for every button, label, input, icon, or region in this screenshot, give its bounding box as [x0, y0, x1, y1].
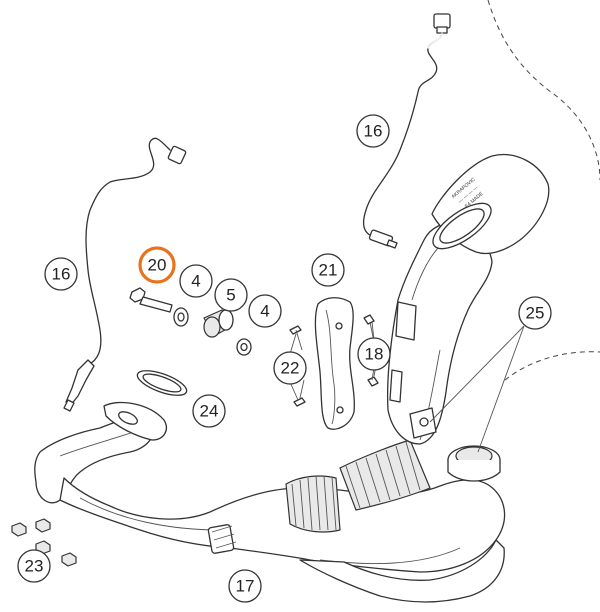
callout-22: 22	[273, 351, 307, 385]
callout-25-text: 25	[526, 304, 545, 323]
callout-25: 25	[518, 296, 552, 330]
sleeve-washer-part[interactable]	[236, 338, 252, 356]
header-pipe-part[interactable]	[34, 401, 506, 603]
boundary-lines	[487, 0, 600, 381]
callout-17: 17	[228, 569, 262, 603]
callout-4-lower: 4	[248, 294, 282, 328]
callout-21-text: 21	[319, 261, 338, 280]
callout-18: 18	[357, 337, 391, 371]
callout-4-lower-text: 4	[260, 302, 269, 321]
callout-20-text: 20	[148, 256, 167, 275]
callout-16-upper: 16	[356, 114, 390, 148]
callout-18-text: 18	[365, 345, 384, 364]
clip-screws-part[interactable]	[289, 325, 306, 407]
oxygen-sensor-lower[interactable]	[63, 137, 187, 412]
callout-16-lower: 16	[44, 257, 78, 291]
muffler-part[interactable]: AKRAPOVIC — — — — E4 MADE	[426, 154, 550, 257]
heat-shield-part[interactable]	[314, 297, 355, 430]
washer-part[interactable]	[173, 307, 189, 327]
bolt-part[interactable]	[129, 287, 173, 313]
mid-pipe-part[interactable]	[386, 222, 493, 445]
callout-4-upper: 4	[179, 264, 213, 298]
callout-22-text: 22	[281, 359, 300, 378]
callout-23-text: 23	[25, 557, 44, 576]
callout-23: 23	[17, 549, 51, 583]
gasket-part[interactable]	[134, 366, 189, 401]
leader-lines	[289, 321, 525, 453]
nuts-part[interactable]	[11, 518, 77, 567]
callout-5-text: 5	[226, 286, 235, 305]
callout-4-upper-text: 4	[191, 272, 200, 291]
callout-16-upper-text: 16	[364, 122, 383, 141]
oxygen-sensor-upper[interactable]	[362, 13, 451, 249]
callout-24-text: 24	[200, 402, 219, 421]
callout-5: 5	[214, 278, 248, 312]
callout-24: 24	[192, 394, 226, 428]
callout-16-lower-text: 16	[52, 265, 71, 284]
callout-21: 21	[311, 253, 345, 287]
rubber-bushing-part[interactable]	[203, 309, 234, 338]
callout-17-text: 17	[236, 577, 255, 596]
outlet-sleeve-part[interactable]	[447, 445, 501, 482]
callout-20: 20	[138, 246, 176, 284]
